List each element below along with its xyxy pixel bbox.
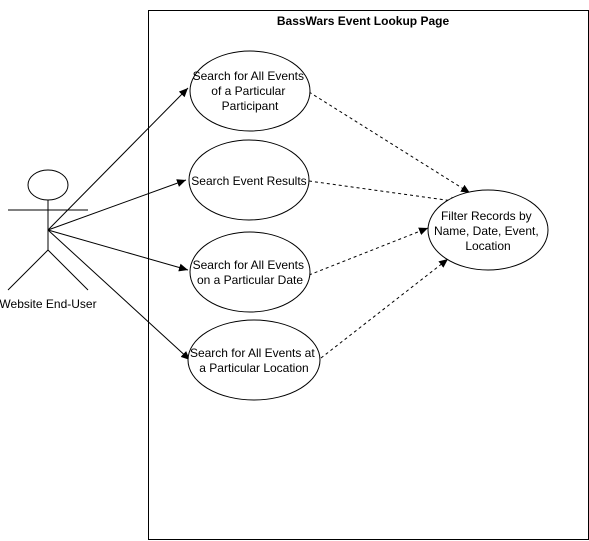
actor-right-leg bbox=[47, 249, 89, 291]
use-case-participant-shape bbox=[189, 50, 311, 132]
use-case-location: Search for All Events at a Particular Lo… bbox=[187, 319, 321, 401]
association-participant bbox=[47, 87, 189, 231]
use-case-location-line-2: a Particular Location bbox=[199, 361, 308, 375]
use-case-location-line-1: Search for All Events at bbox=[190, 346, 315, 360]
use-case-filter-shape bbox=[427, 189, 549, 271]
dependencies bbox=[308, 91, 471, 359]
use-case-participant: Search for All Events of a Particular Pa… bbox=[189, 50, 311, 132]
association-date bbox=[47, 229, 189, 272]
use-case-filter-line-3: Location bbox=[465, 239, 510, 253]
dependency-location-filter bbox=[320, 258, 449, 359]
use-case-date-line-2: on a Particular Date bbox=[197, 273, 303, 287]
association-location bbox=[47, 229, 191, 361]
use-case-filter-line-1: Filter Records by bbox=[441, 209, 532, 223]
actor-label: Website End-User bbox=[0, 297, 97, 311]
system-title: BassWars Event Lookup Page bbox=[277, 14, 450, 28]
actor-website-end-user bbox=[7, 169, 89, 291]
use-case-results: Search Event Results bbox=[188, 139, 310, 221]
use-case-date-line-1: Search for All Events bbox=[193, 258, 304, 272]
use-case-filter-line-2: Name, Date, Event, bbox=[434, 224, 539, 238]
use-case-date-shape bbox=[189, 231, 311, 313]
use-case-filter: Filter Records by Name, Date, Event, Loc… bbox=[427, 189, 549, 271]
association-results bbox=[47, 179, 187, 231]
use-case-location-label: Search for All Events at a Particular Lo… bbox=[190, 346, 318, 375]
use-case-date-label: Search for All Events on a Particular Da… bbox=[193, 258, 308, 287]
use-case-location-shape bbox=[187, 319, 321, 401]
use-case-results-line-1: Search Event Results bbox=[191, 174, 306, 188]
dependency-results-filter bbox=[308, 180, 461, 205]
use-case-participant-line-3: Participant bbox=[222, 99, 279, 113]
use-case-results-label: Search Event Results bbox=[191, 174, 306, 188]
use-case-date: Search for All Events on a Particular Da… bbox=[189, 231, 311, 313]
use-case-participant-line-2: of a Particular bbox=[211, 84, 285, 98]
use-case-participant-label: Search for All Events of a Particular Pa… bbox=[193, 69, 308, 113]
use-case-results-shape bbox=[188, 139, 310, 221]
associations bbox=[47, 87, 191, 361]
use-case-participant-line-1: Search for All Events bbox=[193, 69, 304, 83]
actor-left-leg bbox=[7, 249, 49, 291]
actor-head bbox=[27, 169, 69, 201]
dependency-participant-filter bbox=[308, 91, 471, 194]
use-case-filter-label: Filter Records by Name, Date, Event, Loc… bbox=[434, 209, 542, 253]
